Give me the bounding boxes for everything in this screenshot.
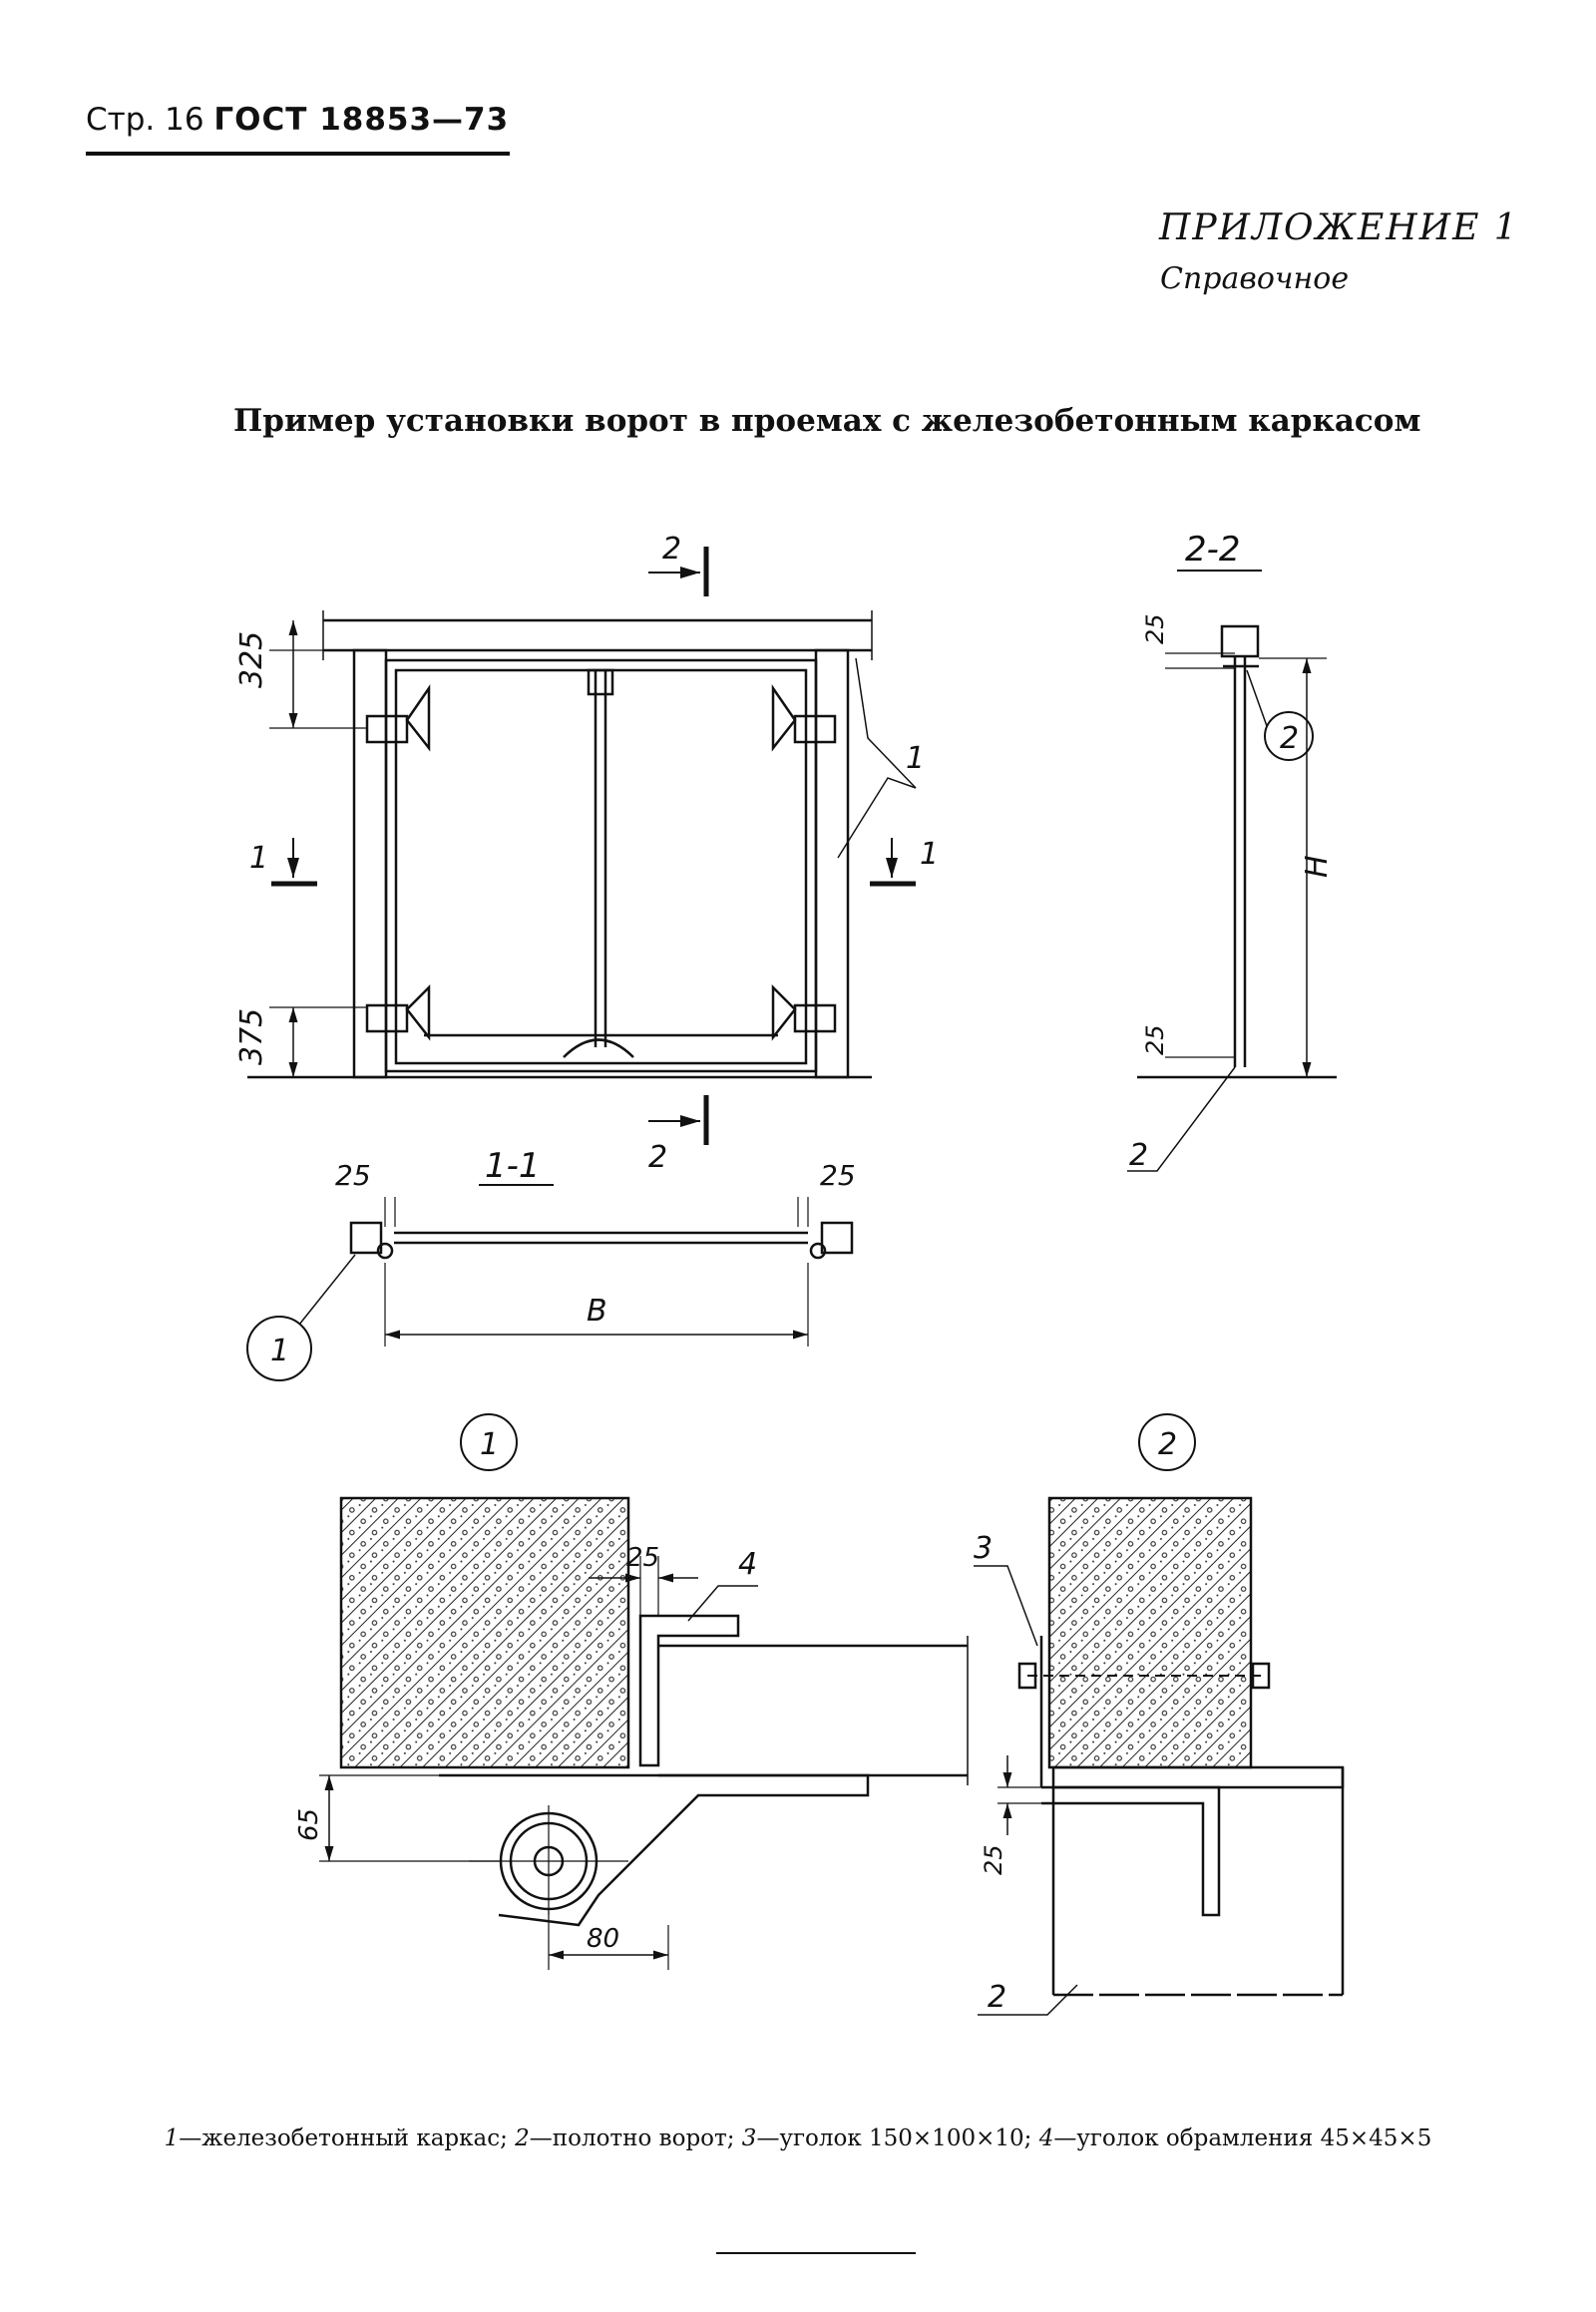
dim-25-left: 25	[335, 1159, 371, 1192]
dim-25-right: 25	[820, 1159, 856, 1192]
caption-text-1: —железобетонный каркас;	[179, 2125, 516, 2151]
callout-2-section: 2	[1129, 1138, 1148, 1173]
caption-num-1: 1	[164, 2125, 180, 2151]
header-rule	[86, 152, 510, 156]
caption-num-2: 2	[515, 2125, 530, 2151]
dim-375: 375	[234, 1008, 269, 1065]
dim-25-detail1: 25	[626, 1543, 659, 1573]
caption-text-4: —уголок обрамления 45×45×5	[1053, 2125, 1432, 2151]
caption-text-3: —уголок 150×100×10;	[756, 2125, 1039, 2151]
cut-label-2-bottom: 2	[648, 1140, 667, 1175]
figure-title: Пример установки ворот в проемах с желез…	[233, 403, 1421, 439]
section-2-2	[1127, 570, 1337, 1172]
dim-65: 65	[294, 1808, 324, 1841]
front-elevation	[247, 547, 917, 1145]
callout-3: 3	[974, 1531, 993, 1566]
detail-2-label: 2	[1158, 1427, 1177, 1462]
callout-4: 4	[738, 1547, 757, 1582]
cut-label-2-top: 2	[662, 532, 681, 567]
callout-1-front: 1	[906, 741, 925, 776]
detail-1-label: 1	[480, 1427, 499, 1462]
cut-label-1-left: 1	[249, 841, 268, 876]
figure-caption: 1—железобетонный каркас; 2—полотно ворот…	[0, 2124, 1596, 2152]
caption-text-2: —полотно ворот;	[529, 2125, 742, 2151]
dim-325: 325	[234, 631, 269, 688]
callout-2-detail: 2	[988, 1980, 1006, 2015]
dim-80: 80	[587, 1924, 619, 1954]
page-header: Стр. 16 ГОСТ 18853—73	[86, 102, 509, 138]
cut-label-1-right: 1	[920, 837, 939, 872]
gost-number: ГОСТ 18853—73	[213, 102, 510, 138]
callout-2-circle: 2	[1280, 721, 1299, 756]
dim-25-detail2: 25	[980, 1844, 1007, 1875]
appendix-title: ПРИЛОЖЕНИЕ 1	[1159, 207, 1519, 248]
section-2-2-label: 2-2	[1185, 530, 1241, 570]
dim-B: B	[587, 1294, 607, 1329]
dim-25-bottom: 25	[1141, 1024, 1169, 1055]
dim-H: H	[1300, 855, 1335, 878]
caption-num-3: 3	[741, 2125, 757, 2151]
callout-1-circle: 1	[270, 1334, 289, 1368]
bottom-rule	[716, 2252, 916, 2254]
page-number: Стр. 16	[86, 102, 204, 138]
detail-2	[974, 1413, 1345, 2016]
section-1-1	[246, 1184, 854, 1381]
section-1-1-label: 1-1	[485, 1146, 541, 1186]
appendix-subtitle: Справочное	[1160, 261, 1350, 296]
detail-1	[319, 1413, 969, 1970]
dim-25-top: 25	[1141, 613, 1169, 644]
caption-num-4: 4	[1038, 2125, 1054, 2151]
